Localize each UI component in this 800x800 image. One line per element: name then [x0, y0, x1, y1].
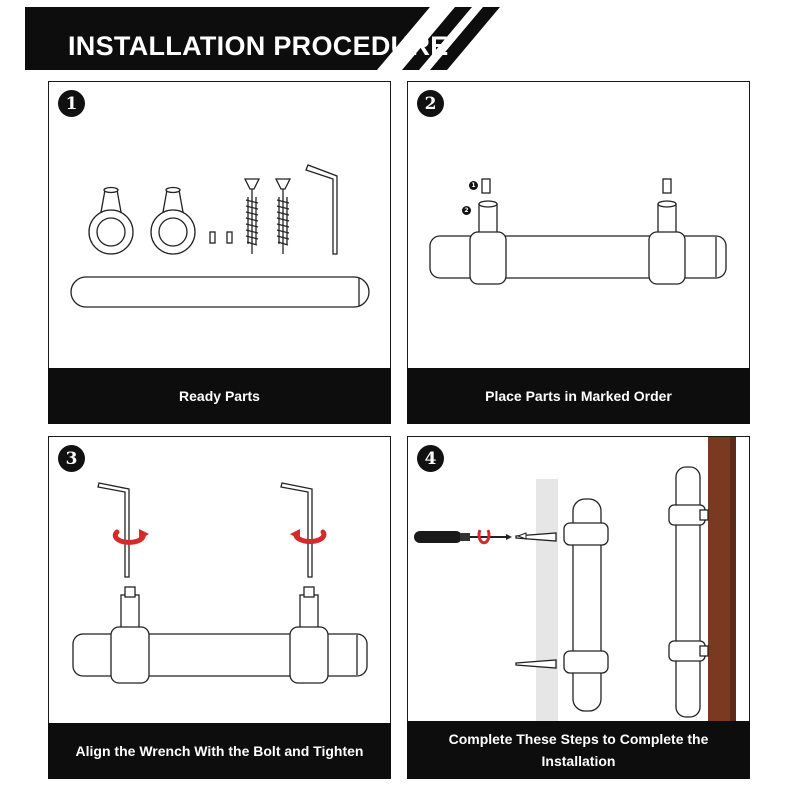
step-3-caption: Align the Wrench With the Bolt and Tight… — [48, 723, 391, 779]
set-screw-icon — [662, 178, 672, 194]
step-2-number: 2 — [417, 90, 444, 117]
set-screw-icon — [209, 231, 216, 244]
collar-icon — [648, 200, 686, 285]
collar-ring-icon — [150, 186, 196, 255]
step-4-caption: Complete These Steps to Complete the Ins… — [407, 721, 750, 779]
collar-icon — [563, 522, 609, 546]
screw-icon — [243, 178, 261, 254]
placement-illustration — [429, 178, 727, 285]
collar-icon — [110, 586, 150, 684]
handle-bar-icon — [70, 276, 370, 308]
collar-icon — [289, 586, 329, 684]
set-screw-icon — [226, 231, 233, 244]
allen-wrench-icon — [97, 482, 130, 578]
step-4-number: 4 — [417, 445, 444, 472]
banner-title: INSTALLATION PROCEDURE — [68, 31, 449, 61]
collar-icon — [469, 200, 507, 285]
set-screw-icon — [481, 178, 491, 194]
allen-wrench-icon — [280, 482, 313, 578]
collar-ring-icon — [88, 186, 134, 255]
step-3-panel: 3 — [48, 436, 391, 779]
collar-icon — [563, 650, 609, 674]
allen-wrench-icon — [305, 164, 338, 255]
step-4-panel: 4 — [407, 436, 750, 779]
step-2-panel: 2 1 2 Place Parts in Marked Order — [407, 81, 750, 424]
screwdriver-icon — [414, 531, 512, 543]
screw-icon — [274, 178, 292, 254]
step-1-number: 1 — [58, 90, 85, 117]
step-3-number: 3 — [58, 445, 85, 472]
step-1-caption: Ready Parts — [48, 368, 391, 424]
mounting-illustration — [414, 437, 736, 725]
banner-shape — [25, 7, 500, 70]
tighten-illustration — [72, 482, 368, 684]
marker-2: 2 — [462, 206, 471, 215]
title-banner: INSTALLATION PROCEDURE — [25, 7, 509, 70]
step-1-panel: 1 — [48, 81, 391, 424]
step-2-caption: Place Parts in Marked Order — [407, 368, 750, 424]
door-panel — [536, 479, 558, 725]
rotate-arrow-icon — [477, 529, 491, 545]
marker-1: 1 — [469, 181, 478, 190]
parts-illustration — [70, 164, 370, 308]
